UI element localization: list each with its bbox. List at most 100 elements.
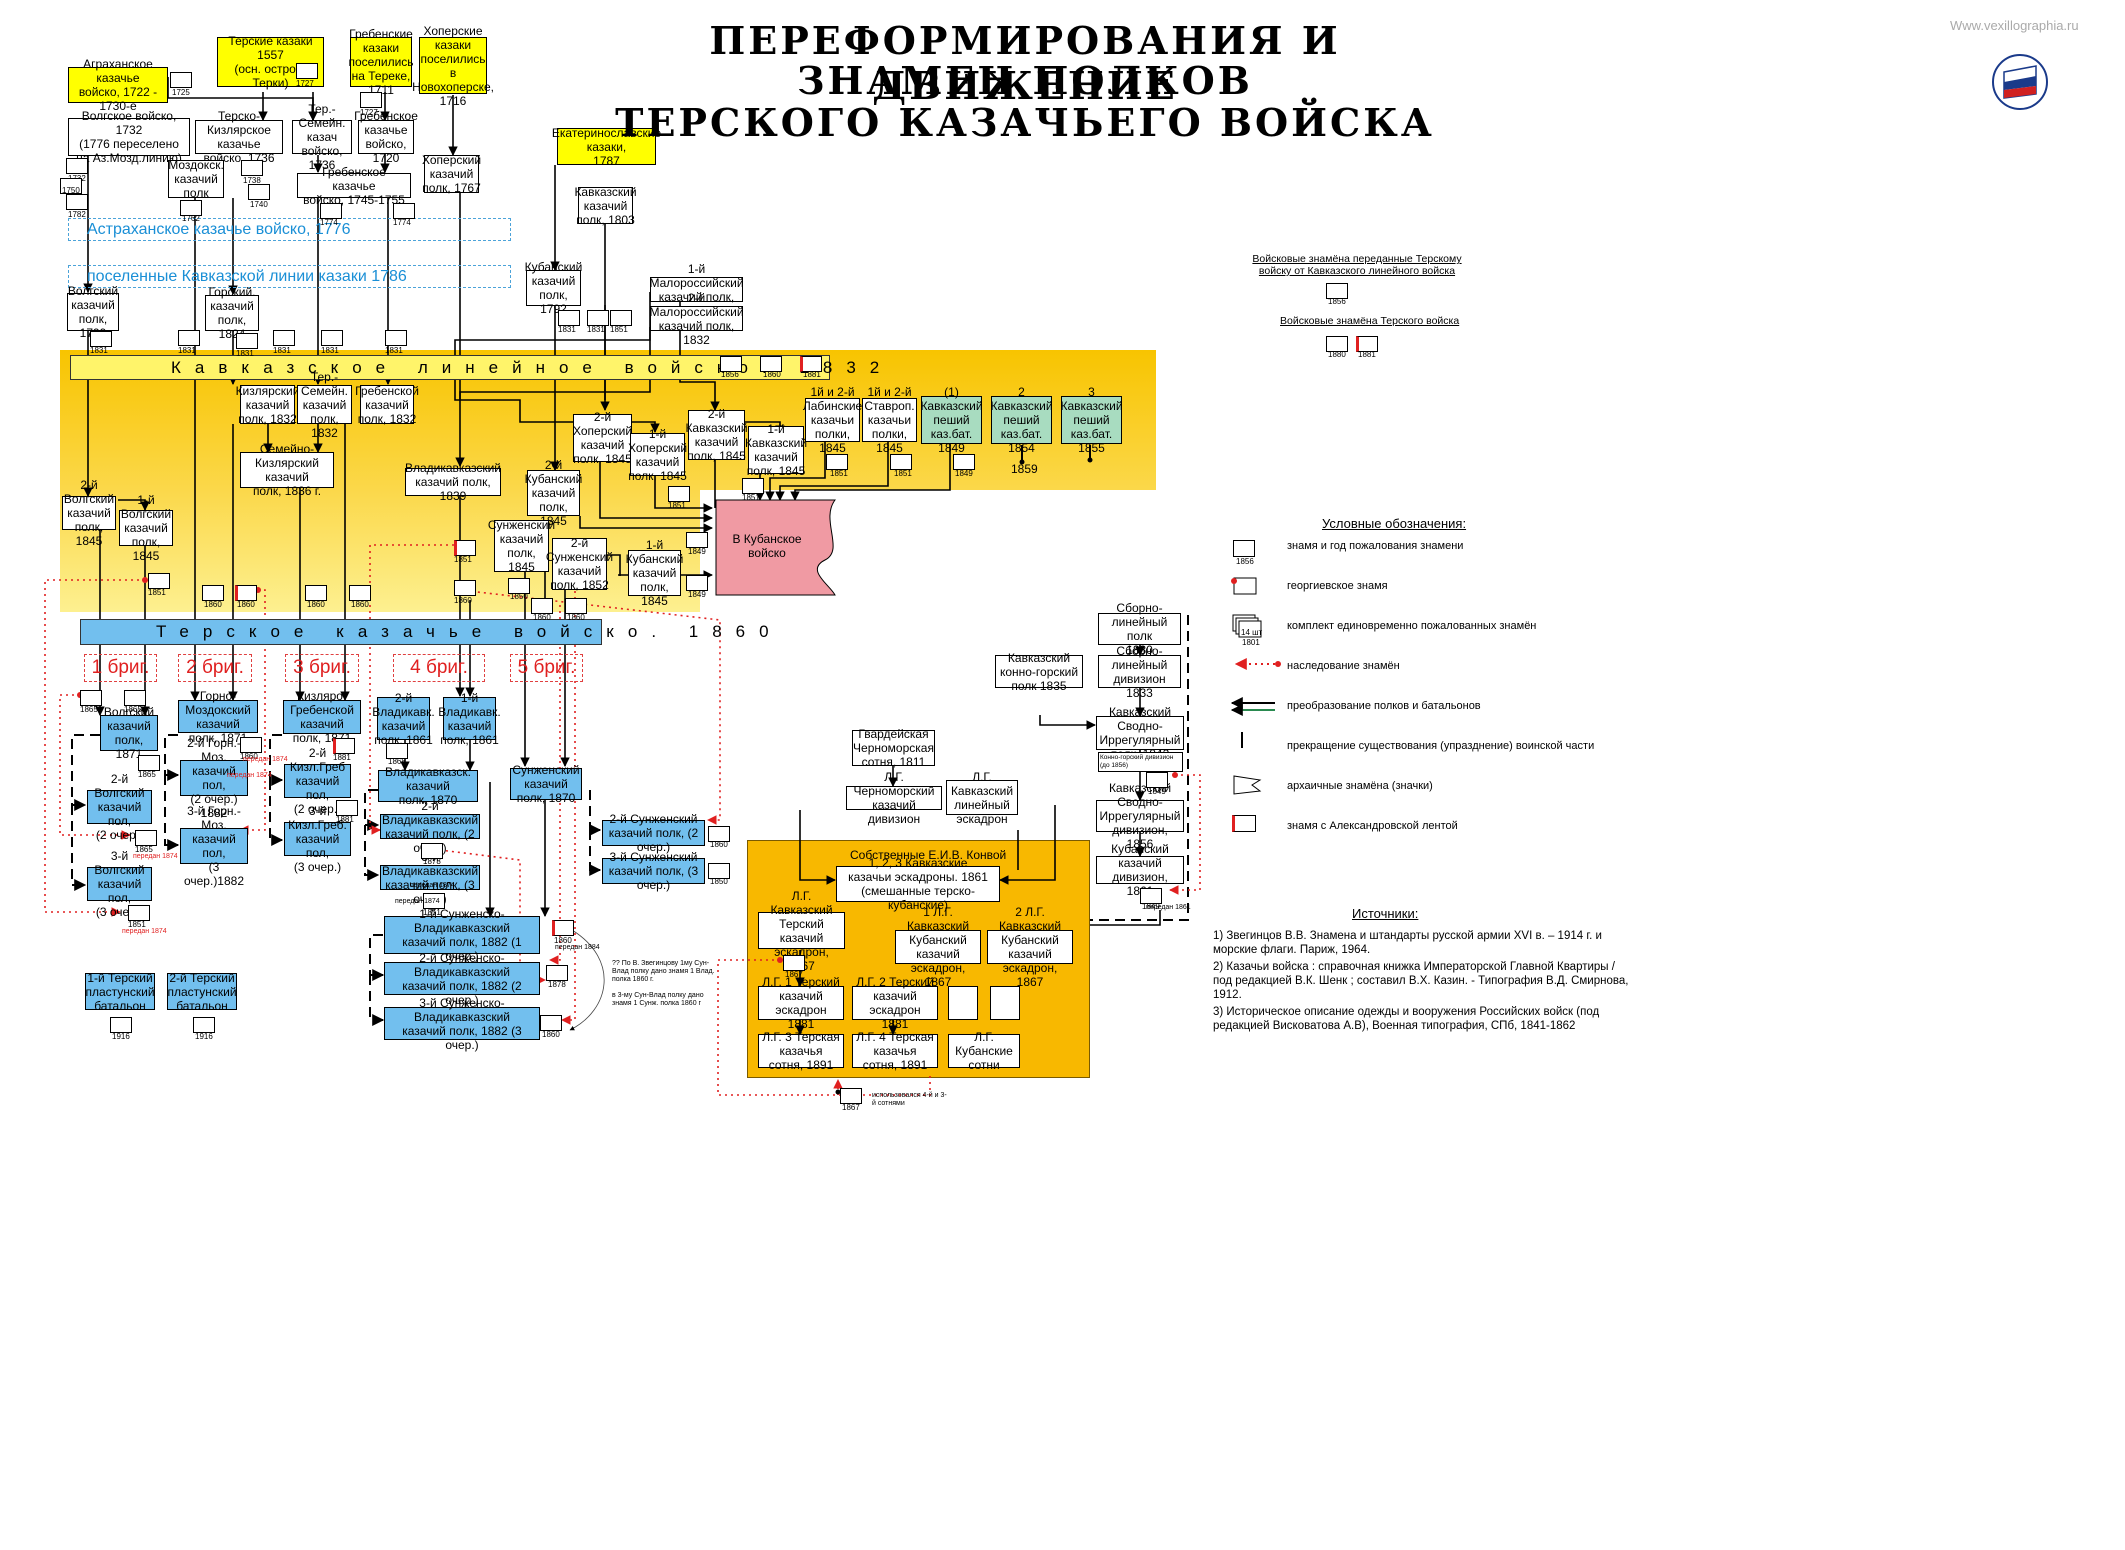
flag-1851e (610, 310, 632, 326)
box-sunzh-vlad-3: 3-й Сунженско- Владикавказский казачий п… (384, 996, 540, 1052)
flag-year: 1831 (178, 346, 196, 355)
box-gvard-chernomor: Гвардейская Черноморская сотня, 1811 (852, 727, 935, 769)
flag-year: 1860 (204, 600, 222, 609)
box-kavkaz-1803: Кавказский казачий полк, 1803 (574, 184, 637, 227)
flag-year: 1860 (542, 1030, 560, 1039)
flag-year: 1774 (393, 218, 411, 227)
question-curve (569, 929, 605, 1031)
flag-year: 1860 (307, 600, 325, 609)
box-volg-2-1845: 2-й Волгский казачий полк, 1845 (62, 478, 116, 548)
flag-year: 1851 (830, 469, 848, 478)
flag-year: 1782 (68, 210, 86, 219)
terek-host-banner: Терское казачье войско. 1860 (80, 619, 769, 645)
box-lg-kuban-1: 1 Л.Г. Кавказский Кубанский казачий эска… (895, 905, 981, 989)
flag-year: 1880 (1328, 350, 1346, 359)
box-sunzh-1845: Сунженский казачий полк, 1845 (487, 518, 556, 574)
flag-1849c (686, 575, 708, 591)
flag-year: 1831 (385, 346, 403, 355)
note-konno-gorsk: Конно-горский дивизион (до 1856) (1098, 752, 1183, 772)
note-peredan-1874: передан 1874 (243, 756, 288, 763)
flag-1831f (385, 330, 407, 346)
flag-banner-1881 (800, 356, 822, 372)
box-konno-gorsk: Кавказский конно-горский полк 1835 (995, 651, 1083, 693)
box-plastun-1: 1-й Терский пластунский батальон (85, 970, 155, 1013)
box-lg-terek-1: Л.Г. 1 Терский казачий эскадрон 1881 (758, 975, 844, 1031)
flag-year: 1878 (423, 857, 441, 866)
flag-1851b (826, 454, 848, 470)
flag-1831c (236, 333, 258, 349)
flag-year: 1865 (135, 845, 153, 854)
flag-year: 1860 (454, 596, 472, 605)
flag-1750 (60, 178, 82, 194)
flag-1762 (180, 200, 202, 216)
flag-1851a (668, 486, 690, 502)
flag-year: 1856 (721, 370, 739, 379)
legend-top-2: Войсковые знамёна Терского войска (1280, 315, 1460, 327)
flag-year: 1850 (510, 592, 528, 601)
flag-1865a (80, 690, 102, 706)
flag-1831b (178, 330, 200, 346)
flag-1916b (193, 1017, 215, 1033)
legend-item-transform: преобразование полков и батальонов (1287, 700, 1481, 712)
flag-year: 1831 (273, 346, 291, 355)
flag-1831d (273, 330, 295, 346)
poselennye-label: поселенные Кавказской линии казаки 1786 (68, 265, 511, 288)
flag-1916a (110, 1017, 132, 1033)
box-volg-1799: Волгский казачий полк, 1799 (67, 284, 119, 340)
flag-1849e (1140, 888, 1162, 904)
box-maloross-2: 2-й Малороссийский казачий полк, 1832 (649, 291, 744, 347)
flag-1850b (708, 863, 730, 879)
flag-1860d (349, 585, 371, 601)
box-eskadrony-123: 1, 2, 3 Кавказские казачьи эскадроны. 18… (836, 856, 1000, 912)
flag-year: 1860 (554, 936, 572, 945)
flag-year: 1831 (558, 325, 576, 334)
box-greben-1832: Гребенской казачий полк, 1832 (355, 383, 419, 426)
sources-title: Источники: (1352, 906, 1419, 921)
flag-year: 1738 (243, 176, 261, 185)
box-vladikavkaz-2-ocher: 2-й Владикавказский казачий полк, (2 оче… (380, 798, 480, 855)
flag-year: 1860 (240, 752, 258, 761)
note-peredan-1874: передан 1874 (395, 898, 440, 905)
flag-1867b (840, 1088, 862, 1104)
flag-year: 1850 (710, 877, 728, 886)
flag-year: 1831 (321, 346, 339, 355)
flag-year: 1860 (567, 613, 585, 622)
box-peshii-bat-3: 3 Кавказский пеший каз.бат. 1855 (1060, 385, 1122, 455)
box-agrakhan: Аграханское казачье войско, 1722 - 1730-… (68, 57, 168, 113)
note-peredan-1874: передан 1874 (410, 882, 455, 889)
flag-1738 (241, 160, 263, 176)
flag-1865b (124, 690, 146, 706)
flag-1782-set (66, 194, 88, 210)
box-kuban-2-1845: 2-й Кубанский казачий полк, 1845 (524, 458, 583, 528)
flag-year: 1867 (842, 1103, 860, 1112)
box-stavropol: 1й и 2-й Ставроп. казачьи полки, 1845 (862, 385, 917, 455)
flag-year: 1831 (90, 346, 108, 355)
brigade-5: 5 бриг. (510, 654, 583, 682)
legend-lines (1230, 658, 1275, 716)
box-sunzh-2-1852: 2-й Сунженский казачий полк, 1852 (545, 536, 614, 592)
flag-1851h (128, 905, 150, 921)
box-ter-semein-1832: Тер.-Семейн. казачий полк, 1832 (297, 370, 352, 440)
box-kavkaz-1-1845: 1-й Кавказский казачий полк, 1845 (744, 422, 808, 478)
box-khoper-1767: Хоперский казачий полк, 1767 (421, 153, 482, 195)
flag-year: 1867 (785, 970, 803, 979)
flag-year: 1849 (688, 590, 706, 599)
watermark: Www.vexillographia.ru (1950, 18, 2079, 33)
flag-year: 1856 (1328, 297, 1346, 306)
flag-banner-1856 (720, 356, 742, 372)
flag-year: 1762 (182, 214, 200, 223)
box-lg-chernomor-div: Л.Г. Черноморский казачий дивизион (846, 770, 942, 826)
flag-year: 1851 (668, 501, 686, 510)
flag-1860a (202, 585, 224, 601)
brigade-4: 4 бриг. (393, 654, 485, 682)
source-2: 2) Казачьи войска : справочная книжка Им… (1213, 961, 1629, 1001)
flag-1851c (890, 454, 912, 470)
legend-item-set: комплект единовременно пожалованных знам… (1287, 620, 1537, 632)
note-peredan-1884: передан 1884 (555, 944, 600, 951)
flag-1727b (360, 92, 382, 108)
flag-1849b (686, 532, 708, 548)
box-gorno-mozdok-3: 3-й Горн.-Моз. казачий пол, (3 очер.)188… (180, 804, 248, 888)
brigade-2: 2 бриг. (178, 654, 252, 682)
box-kizlyar-greben-2: 2-й Кизл.Греб казачий пол, (2 очер.) (284, 746, 351, 816)
flag-banner-1860 (760, 356, 782, 372)
